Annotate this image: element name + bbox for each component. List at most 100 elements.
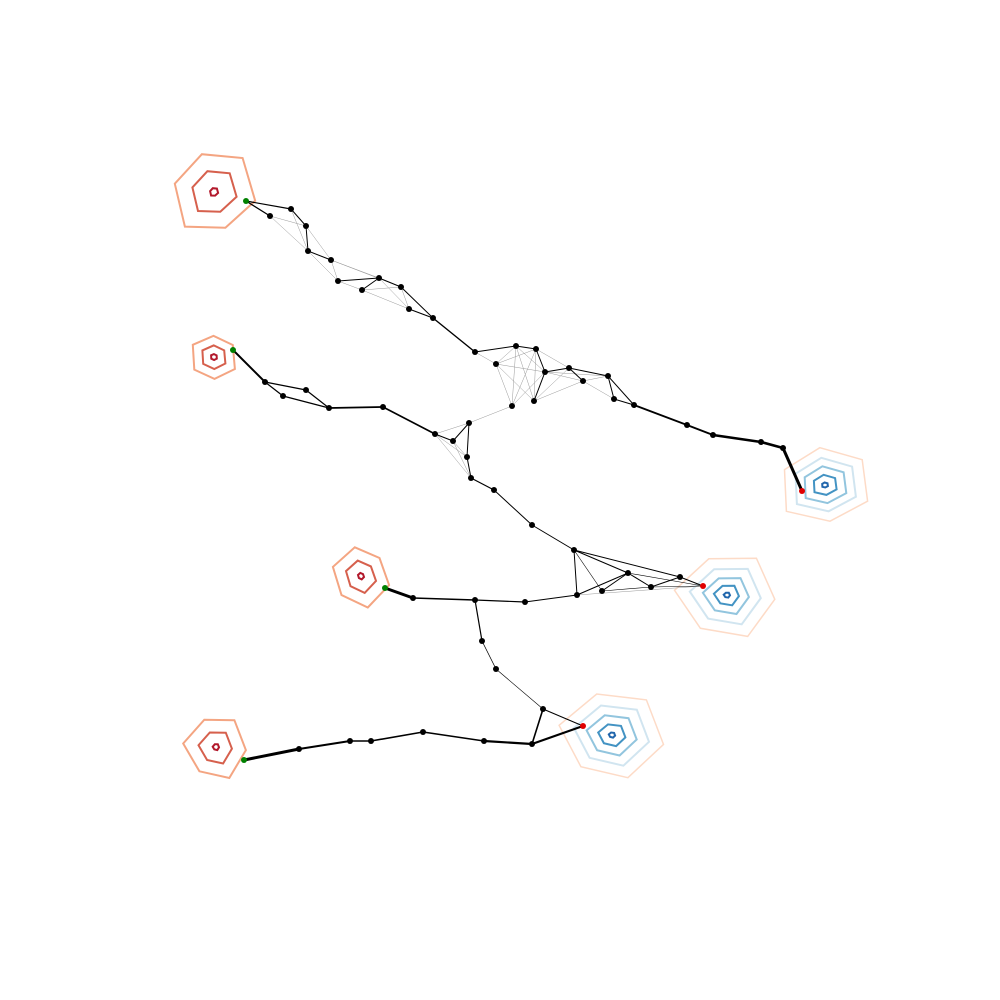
- edge-c7-c10: [452, 440, 472, 479]
- edge-a7-a9: [361, 286, 402, 291]
- node-f1: [296, 746, 302, 752]
- node-c9: [464, 454, 470, 460]
- node-b1: [472, 349, 478, 355]
- edge-b14-b15: [711, 433, 763, 444]
- sink-node-t2: [700, 583, 706, 589]
- sink-contour-1-level-2: [701, 577, 751, 616]
- node-b13: [684, 422, 690, 428]
- sink-contour-0-level-2: [803, 465, 848, 505]
- edge-c13-d1: [573, 549, 578, 596]
- edge-a8-a10: [378, 277, 410, 310]
- source-contour-2-level-0: [331, 546, 391, 609]
- edge-s2-c1: [232, 349, 266, 383]
- node-a6: [335, 278, 341, 284]
- node-c10: [468, 475, 474, 481]
- edge-b2-b11: [495, 363, 513, 407]
- edge-e5-e6: [495, 668, 544, 710]
- edge-c8-c9: [466, 422, 470, 458]
- node-c2: [280, 393, 286, 399]
- source-contour-3-level-1: [197, 731, 234, 765]
- edge-b3-b10: [515, 345, 535, 402]
- edge-b2-b3: [495, 345, 517, 365]
- source-contour-0-level-1: [191, 170, 238, 213]
- edge-b10-b7: [533, 380, 584, 402]
- edge-b4-b10: [533, 348, 537, 402]
- node-c12: [529, 522, 535, 528]
- edge-a6-a7: [337, 280, 363, 291]
- edge-c7-c8: [452, 422, 470, 442]
- source-node-s2: [230, 347, 236, 353]
- source-contour-0-level-2: [209, 187, 220, 197]
- node-c5: [380, 404, 386, 410]
- source-contour-3-level-2: [211, 743, 221, 752]
- edge-b5-b8: [544, 371, 609, 377]
- edge-d5-t2: [679, 576, 704, 587]
- edge-f4-f5: [422, 731, 485, 742]
- node-c11: [491, 487, 497, 493]
- edge-b10-b5: [533, 371, 546, 402]
- node-c6: [432, 431, 438, 437]
- edge-b1-b2: [474, 351, 497, 365]
- edge-b2-b5: [495, 363, 546, 373]
- edge-c5-c6: [382, 406, 436, 435]
- edge-e6-t3: [542, 708, 584, 727]
- sink-contour-1-level-1: [688, 567, 762, 626]
- node-c1: [262, 379, 268, 385]
- edge-c6-c9: [434, 433, 468, 458]
- edge-d4-d5: [650, 576, 681, 588]
- edge-b11-b5: [511, 371, 546, 407]
- sink-contour-1-level-4: [722, 591, 732, 599]
- sink-contour-2-level-0: [558, 693, 665, 779]
- node-e3: [522, 599, 528, 605]
- edge-a2-a3: [290, 208, 307, 227]
- sink-contour-2-level-2: [585, 714, 638, 757]
- edge-c8-b11: [468, 405, 513, 424]
- source-contour-2-level-1: [344, 559, 378, 595]
- node-b10: [531, 398, 537, 404]
- node-b16: [780, 445, 786, 451]
- edge-c9-c10: [466, 456, 472, 479]
- node-b14: [710, 432, 716, 438]
- node-layer: [230, 198, 805, 763]
- edge-b7-b9: [582, 380, 615, 400]
- edge-c12-c13: [531, 524, 575, 551]
- sink-node-t3: [580, 723, 586, 729]
- edge-b3-b5: [515, 345, 546, 373]
- edge-e6-e7: [531, 708, 544, 745]
- edge-layer: [232, 200, 804, 762]
- edge-c6-c8: [434, 422, 470, 435]
- sink-contour-2-level-4: [607, 731, 617, 739]
- edge-b4-b6: [535, 348, 570, 369]
- edge-e1-e2: [412, 597, 476, 601]
- edge-b2-b4: [495, 348, 537, 365]
- sink-contour-1-level-0: [673, 557, 776, 638]
- node-a11: [430, 315, 436, 321]
- sink-contour-0-level-3: [812, 473, 838, 496]
- edge-a9-a11: [400, 286, 434, 319]
- edge-d2-d4: [601, 586, 652, 592]
- edge-b11-b4: [511, 348, 537, 407]
- edge-b1-b3: [474, 345, 517, 353]
- sink-contour-2-level-1: [572, 704, 651, 767]
- sink-contour-2-level-3: [596, 723, 627, 748]
- edge-e7-t3: [530, 724, 585, 746]
- edge-c10-c11: [470, 477, 495, 491]
- edge-f1-f2: [298, 740, 351, 750]
- edge-b6-b8: [568, 367, 609, 377]
- edge-s1-a2: [245, 200, 292, 210]
- node-a7: [359, 287, 365, 293]
- edge-c11-c12: [493, 489, 533, 526]
- edge-e2-e3: [474, 599, 526, 603]
- edge-b10-b6: [533, 367, 570, 402]
- source-contour-1-level-0: [191, 334, 236, 381]
- node-e5: [493, 666, 499, 672]
- node-b15: [758, 439, 764, 445]
- source-contour-0-level-0: [173, 153, 257, 229]
- edge-c7-c9: [452, 440, 468, 458]
- source-node-s3: [382, 585, 388, 591]
- node-b5: [542, 369, 548, 375]
- node-a9: [398, 284, 404, 290]
- edge-e3-d1: [524, 594, 578, 603]
- contour-layer: [173, 153, 869, 780]
- source-contour-1-level-2: [210, 353, 218, 362]
